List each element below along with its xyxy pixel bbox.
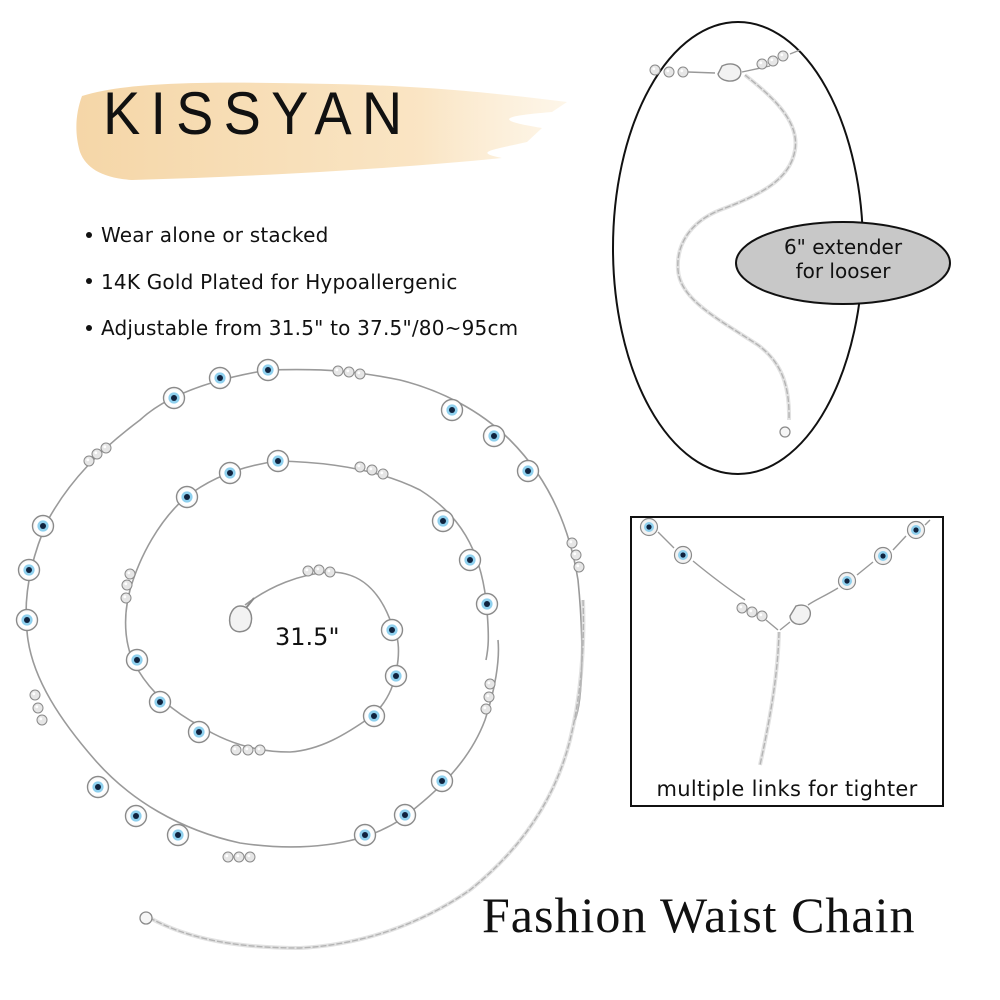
feature-list: Wear alone or stacked 14K Gold Plated fo… bbox=[86, 224, 518, 364]
feature-item: 14K Gold Plated for Hypoallergenic bbox=[86, 271, 518, 293]
tight-clasp-icon bbox=[789, 604, 812, 626]
extender-detail-oval bbox=[612, 21, 951, 475]
brand-logo: KISSYAN bbox=[103, 80, 413, 147]
bullet-icon bbox=[86, 231, 92, 238]
extender-clasp-icon bbox=[717, 63, 742, 82]
extender-chain-tail bbox=[149, 599, 586, 951]
feature-item: Wear alone or stacked bbox=[86, 224, 518, 246]
brush-stroke-background bbox=[76, 82, 567, 180]
product-title: Fashion Waist Chain bbox=[482, 887, 916, 943]
feature-item: Adjustable from 31.5" to 37.5"/80~95cm bbox=[86, 317, 518, 339]
extender-callout-text: 6" extender for looser bbox=[783, 235, 903, 283]
bullet-icon bbox=[86, 278, 92, 284]
tight-links-callout: multiple links for tighter bbox=[630, 516, 944, 807]
tight-links-label: multiple links for tighter bbox=[656, 777, 918, 801]
tight-detail-illustration bbox=[639, 517, 931, 766]
lobster-clasp-icon bbox=[228, 597, 255, 633]
extender-badge bbox=[735, 221, 951, 305]
chain-end-drop bbox=[139, 911, 153, 925]
chain-size-label: 31.5" bbox=[275, 623, 340, 651]
inner-chain-loop bbox=[244, 571, 393, 626]
bullet-icon bbox=[86, 324, 92, 331]
